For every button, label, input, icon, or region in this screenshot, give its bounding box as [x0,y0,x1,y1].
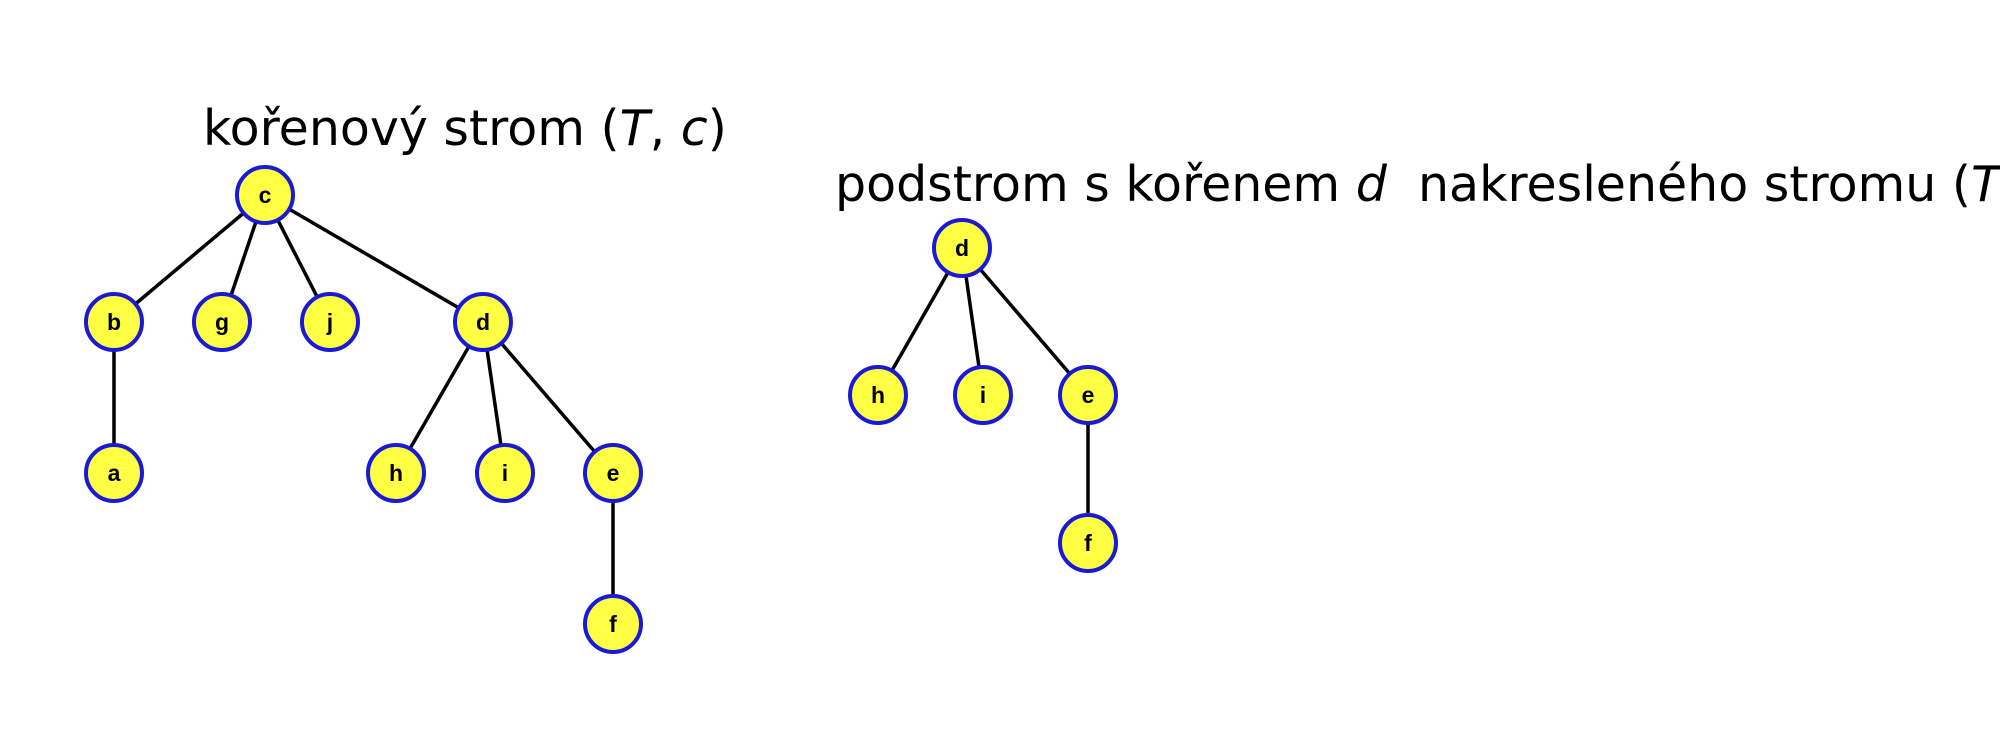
right-tree-nodes: d h i e f [848,218,1118,573]
node-c-circle [235,165,295,225]
node-f-circle [583,594,643,654]
node-g-circle [192,292,252,352]
node-d-circle [453,292,513,352]
left-title-suffix: ) [707,100,727,157]
node-d: d [453,292,513,352]
node-c-label: c [259,182,272,208]
left-title-sep: , [649,100,681,157]
right-title-mid: nakresleného stromu ( [1386,156,1972,213]
subtree-node-d: d [932,218,992,278]
left-tree-title: kořenový strom (T, c) [203,104,727,153]
right-title-prefix: podstrom s kořenem [835,156,1356,213]
subtree-node-e-label: e [1082,382,1095,408]
node-a-label: a [108,460,121,486]
subtree-node-d-circle [932,218,992,278]
edge-c-b [112,193,267,324]
node-e: e [583,443,643,503]
left-title-prefix: kořenový strom ( [203,100,620,157]
node-h: h [366,443,426,503]
node-j-label: j [326,309,333,335]
subtree-node-i: i [953,365,1013,425]
edge-d-e [481,320,615,475]
subtree-node-h-circle [848,365,908,425]
subtree-node-f-circle [1058,513,1118,573]
left-tree-edges [112,193,615,624]
subtree-node-h-label: h [871,382,885,408]
subtree-node-h: h [848,365,908,425]
left-tree-nodes: c b g j d a h [84,165,643,654]
node-a: a [84,443,144,503]
node-g: g [192,292,252,352]
node-i: i [475,443,535,503]
node-e-label: e [607,460,620,486]
node-g-label: g [215,309,229,335]
node-b: b [84,292,144,352]
subtree-node-i-circle [953,365,1013,425]
right-title-var-d: d [1355,156,1387,213]
node-a-circle [84,443,144,503]
node-h-circle [366,443,426,503]
subtree-node-f: f [1058,513,1118,573]
subtree-node-d-label: d [955,235,969,261]
subtree-node-e-circle [1058,365,1118,425]
node-j: j [300,292,360,352]
node-c: c [235,165,295,225]
left-title-var-t: T [619,100,650,157]
left-title-var-c: c [680,100,708,157]
right-tree-title: podstrom s kořenem d nakresleného stromu… [835,160,2000,209]
node-h-label: h [389,460,403,486]
right-title-var-t: T [1971,156,2000,213]
subtree-node-i-label: i [980,382,986,408]
node-e-circle [583,443,643,503]
node-j-circle [300,292,360,352]
node-b-circle [84,292,144,352]
subtree-node-f-label: f [1084,530,1092,556]
node-d-label: d [476,309,490,335]
node-f-label: f [609,611,617,637]
subtree-node-e: e [1058,365,1118,425]
node-i-circle [475,443,535,503]
edge-c-d [264,193,484,324]
node-i-label: i [502,460,508,486]
edge-d-e-sub [960,246,1090,397]
node-f: f [583,594,643,654]
node-b-label: b [107,309,121,335]
